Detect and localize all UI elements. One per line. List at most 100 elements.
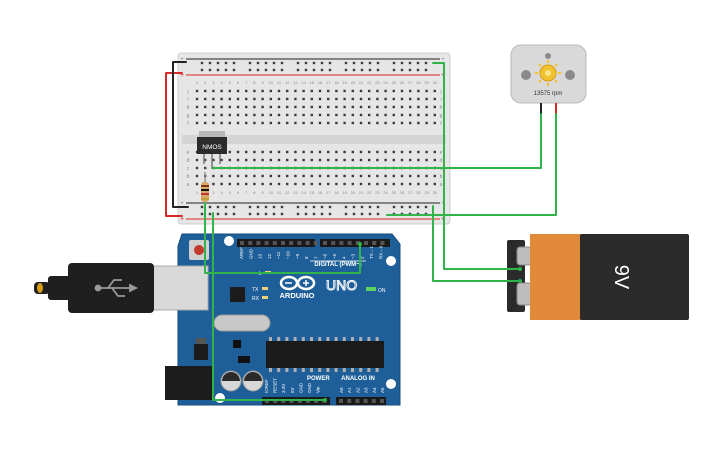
battery-9v[interactable]: 9V [507, 234, 689, 320]
breadboard-hole [359, 105, 363, 109]
resistor[interactable] [201, 172, 209, 202]
breadboard-hole [220, 182, 223, 186]
header-hole[interactable] [380, 399, 384, 403]
breadboard-hole [433, 105, 436, 109]
header-hole[interactable] [355, 399, 360, 403]
breadboard-hole [392, 97, 395, 101]
column-number: 7 [245, 80, 248, 85]
breadboard-hole [236, 105, 240, 109]
breadboard-hole [286, 113, 289, 117]
header-hole[interactable] [347, 241, 352, 245]
rail-hole [416, 61, 420, 65]
breadboard-hole [433, 121, 436, 125]
arduino-brand-label: ARDUINO [280, 291, 315, 300]
column-number: 6 [237, 190, 240, 195]
breadboard-hole [245, 150, 248, 154]
atmega-chip [266, 341, 384, 368]
rail-sign-top-plus: + [180, 72, 184, 79]
rail-hole [200, 212, 204, 216]
header-hole[interactable] [272, 241, 277, 245]
column-number: 23 [375, 80, 380, 85]
breadboard-hole [335, 97, 338, 101]
header-hole[interactable] [355, 241, 360, 245]
breadboard-hole [425, 158, 428, 162]
breadboard-hole [392, 174, 395, 178]
header-hole[interactable] [380, 241, 385, 245]
column-number: 9 [261, 80, 264, 85]
breadboard-hole [294, 150, 297, 154]
led-rx [262, 296, 268, 299]
header-hole[interactable] [240, 241, 244, 245]
usb-cable-tip [37, 283, 43, 293]
wire-green-motor-black-lead[interactable] [211, 113, 542, 169]
header-hole[interactable] [331, 241, 336, 245]
header-hole[interactable] [339, 399, 343, 403]
nmos-transistor[interactable]: NMOS [197, 131, 227, 168]
column-number: 21 [359, 80, 364, 85]
breadboard-hole [417, 158, 420, 162]
pin-label: A5 [380, 387, 385, 393]
row-letter: a [187, 182, 190, 188]
breadboard-hole [253, 182, 256, 186]
breadboard-hole [425, 105, 428, 109]
digital-header-label: DIGITAL (PWM~) [314, 262, 361, 268]
column-number: 2 [204, 80, 207, 85]
header-hole[interactable] [347, 399, 352, 403]
usb-cable[interactable] [34, 263, 154, 313]
rail-hole [232, 212, 236, 216]
header-hole[interactable] [248, 241, 253, 245]
breadboard-hole [212, 182, 215, 186]
breadboard-hole [269, 150, 272, 154]
header-hole[interactable] [281, 241, 285, 245]
breadboard-hole [417, 150, 420, 154]
column-number: 16 [318, 80, 323, 85]
wire-green-signal-pin[interactable] [204, 202, 361, 274]
header-hole[interactable] [372, 241, 377, 245]
header-hole[interactable] [297, 241, 302, 245]
pin-label: GND [307, 382, 312, 393]
rail-hole [216, 61, 220, 65]
header-hole[interactable] [313, 241, 318, 245]
battery-terminal-bottom [516, 282, 532, 306]
breadboard-hole [376, 174, 379, 178]
breadboard-hole [277, 89, 281, 93]
breadboard-hole [351, 158, 354, 162]
breadboard-hole [392, 158, 395, 162]
header-hole[interactable] [305, 241, 310, 245]
column-number: 8 [253, 80, 256, 85]
header-hole[interactable] [364, 241, 368, 245]
breadboard-hole [195, 113, 199, 117]
breadboard-hole [294, 121, 297, 125]
wire-black-rail-jumper[interactable] [172, 61, 189, 208]
header-hole[interactable] [256, 241, 261, 245]
wire-green-ground[interactable] [212, 212, 326, 401]
header-hole[interactable] [323, 241, 327, 245]
column-number: 22 [367, 190, 372, 195]
header-hole[interactable] [371, 399, 376, 403]
breadboard-hole [433, 97, 436, 101]
dc-motor[interactable]: 13575 rpm [510, 44, 587, 114]
ic-pin [293, 337, 297, 341]
header-hole[interactable] [264, 241, 269, 245]
header-hole[interactable] [363, 399, 368, 403]
breadboard-hole [335, 105, 338, 109]
wire-green-battery-bottom[interactable] [432, 205, 521, 282]
header-hole[interactable] [289, 241, 294, 245]
row-letter: j [186, 89, 188, 95]
ic-pin [375, 368, 379, 372]
rail-hole [344, 205, 348, 209]
ic-pin [375, 337, 379, 341]
breadboard-hole [392, 105, 395, 109]
breadboard-hole [433, 182, 436, 186]
breadboard-hole [277, 182, 281, 186]
breadboard-hole [269, 121, 272, 125]
breadboard-hole [302, 89, 305, 93]
breadboard-hole [286, 89, 289, 93]
header-hole[interactable] [339, 241, 344, 245]
rail-hole [232, 68, 236, 72]
breadboard-hole [343, 97, 346, 101]
wire-green-battery-top[interactable] [432, 62, 521, 270]
